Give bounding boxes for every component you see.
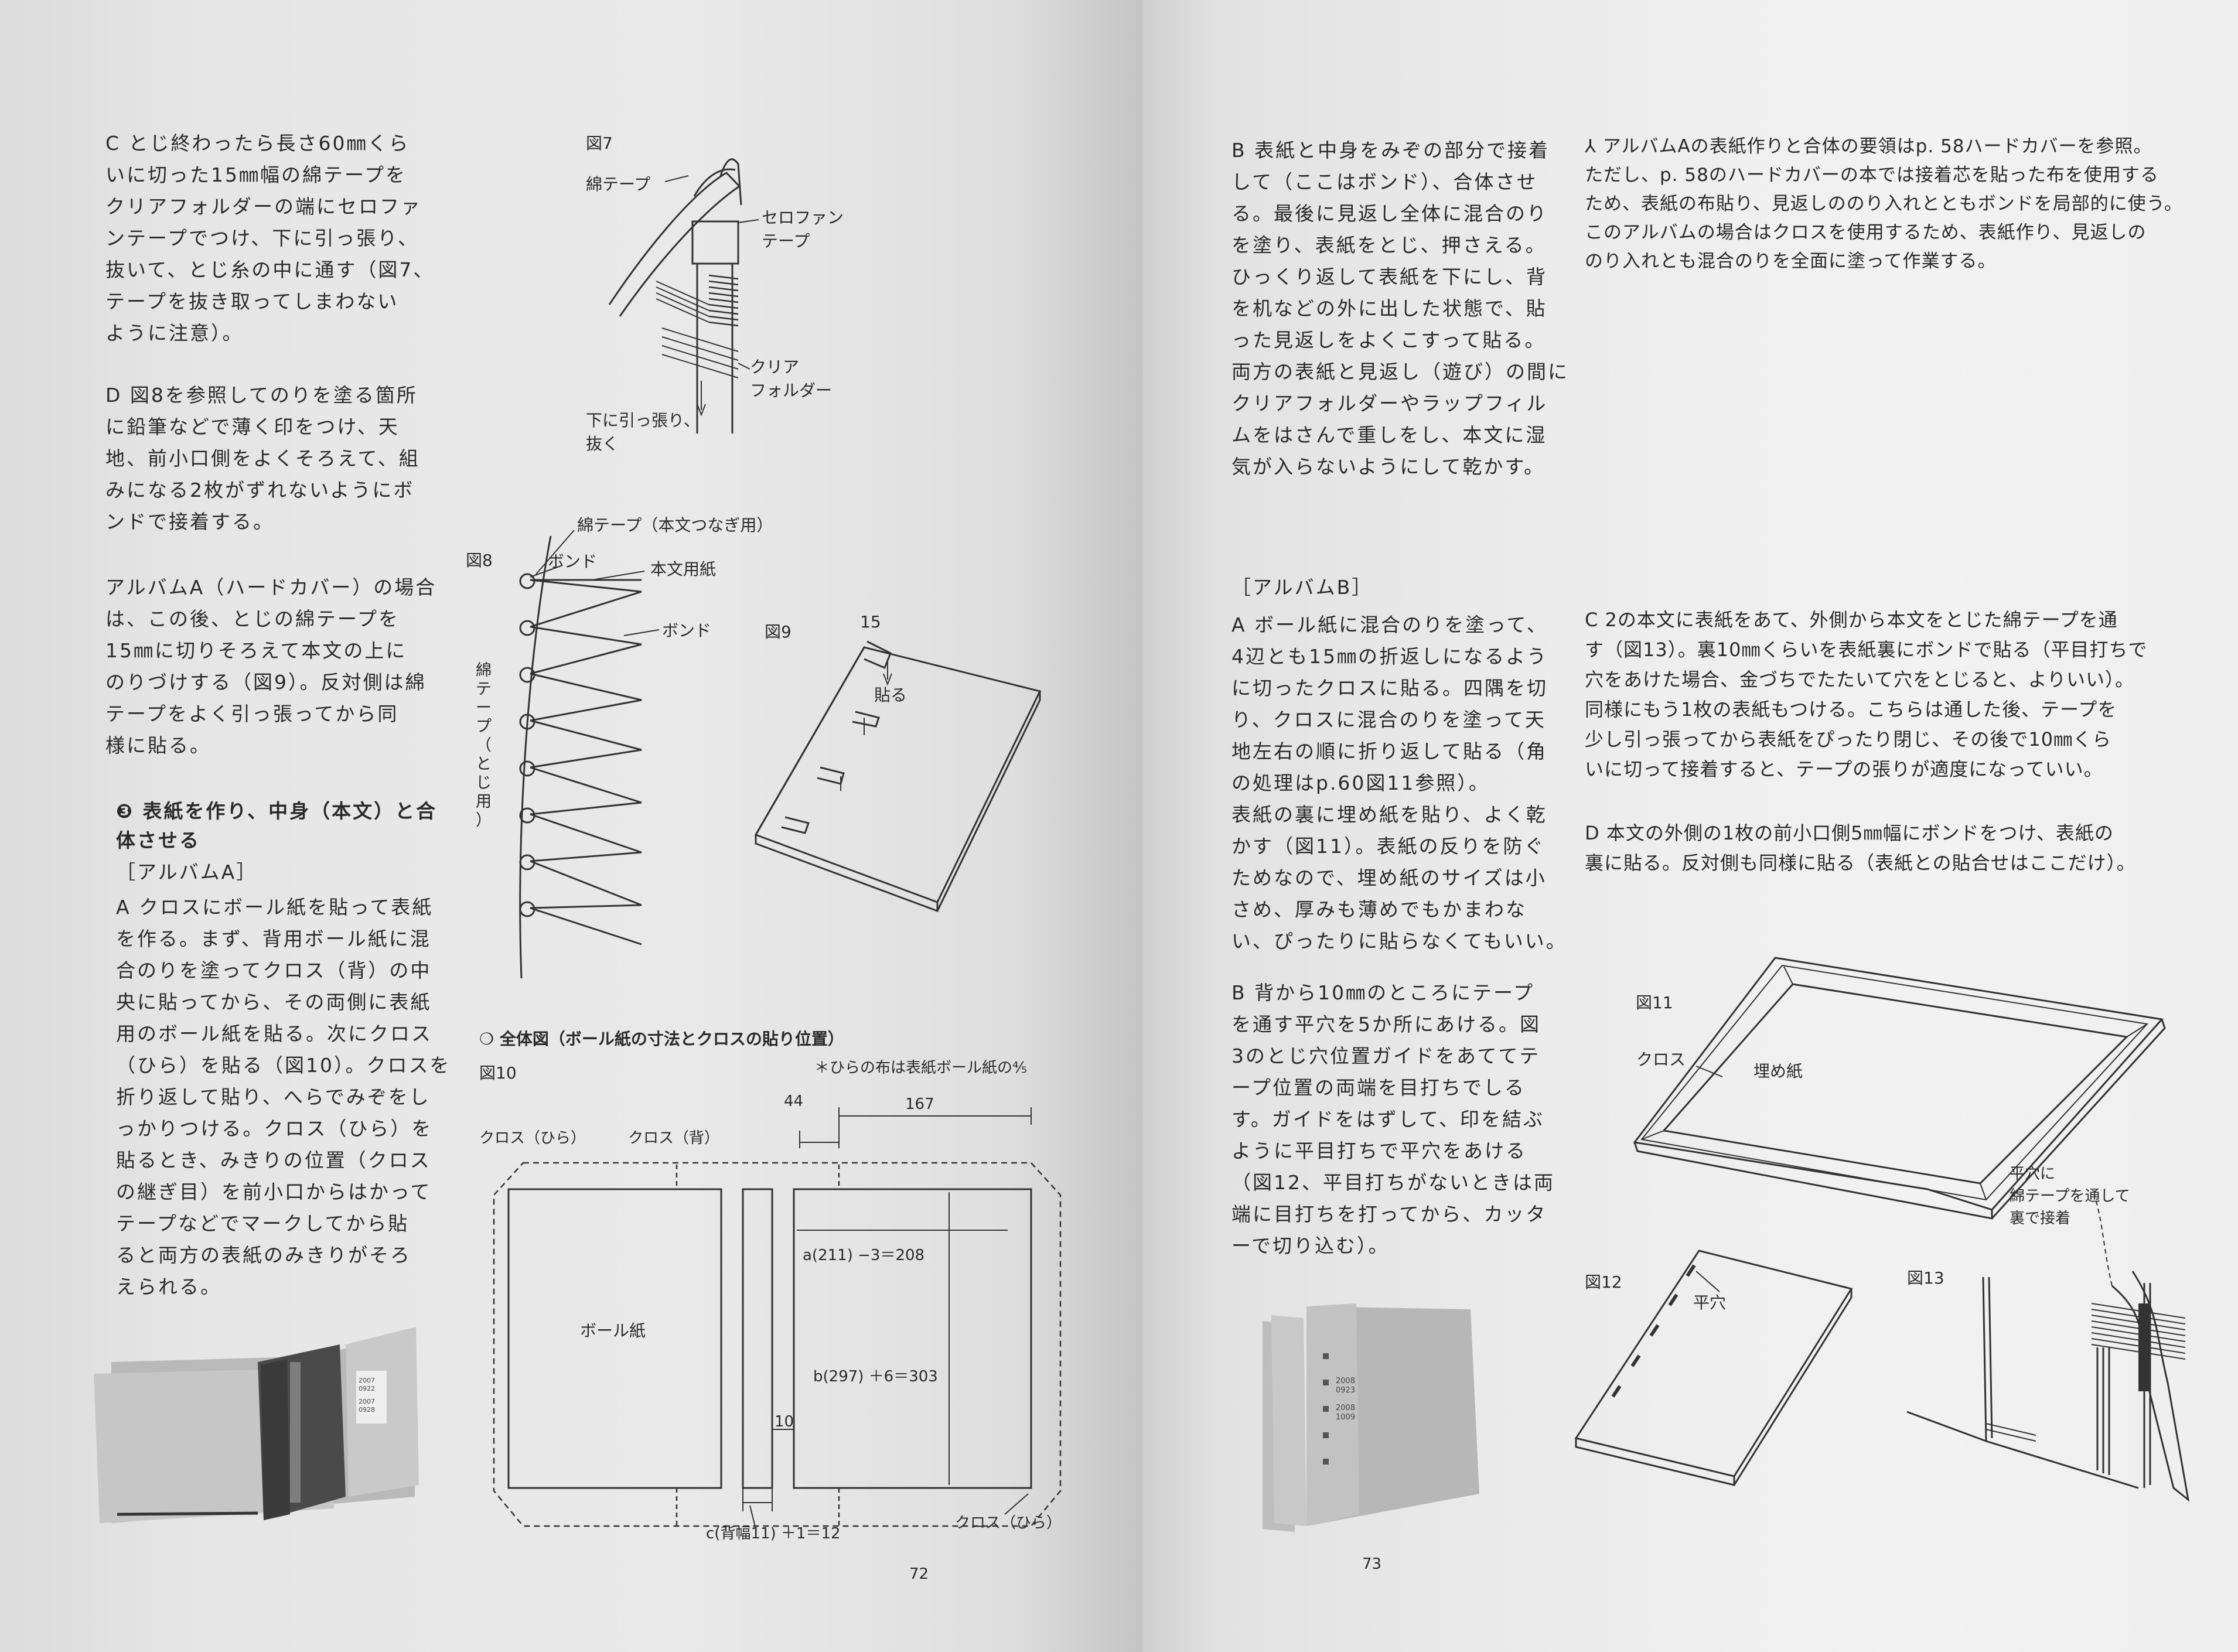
fig11-label-umegami: 埋め紙: [1753, 1061, 1803, 1081]
fig10-note: ＊ひらの布は表紙ボール紙の⅘: [814, 1059, 1028, 1077]
fig10-dim-167: 167: [905, 1095, 934, 1113]
fig10-heading: ❍ 全体図（ボール紙の寸法とクロスの貼り位置）: [479, 1029, 844, 1049]
fig10-title: 図10: [479, 1063, 517, 1083]
fig11-title: 図11: [1636, 993, 1673, 1012]
right-page: B 表紙と中身をみぞの部分で接着して（ここはボンド）、合体させる。最後に見返し全…: [1142, 0, 2238, 1652]
fig8-label-bond1: ボンド: [548, 552, 598, 571]
fig10-label-cloth-hira-right: クロス（ひら）: [955, 1514, 1062, 1532]
subheading-album-b: ［アルバムB］: [1231, 576, 1373, 599]
fig8-label-bond2: ボンド: [662, 621, 712, 640]
left-page: C とじ終わったら長さ60㎜くらいに切った15㎜幅の綿テープをクリアフォルダーの…: [0, 0, 1142, 1652]
fig10-label-b: b(297) ＋6＝303: [813, 1368, 938, 1385]
fig10-label-board: ボール紙: [580, 1321, 646, 1340]
fig10-dim-10: 10: [775, 1413, 794, 1431]
fig9-label-15: 15: [860, 612, 881, 632]
fig13-title: 図13: [1907, 1268, 1944, 1288]
fig7-label-cello: セロファンテープ: [762, 208, 844, 251]
fig8-title: 図8: [466, 551, 493, 570]
fig13-drawing: [1906, 1194, 2190, 1502]
fig10-drawing: [493, 1107, 1062, 1530]
fig7-drawing: [608, 158, 759, 434]
left-page-drawings: [493, 158, 1062, 1530]
para-c-right: C 2の本文に表紙をあて、外側から本文をとじた綿テープを通す（図13）。裏10㎜…: [1585, 609, 2148, 780]
fig11-label-cloth: クロス: [1636, 1050, 1686, 1069]
para-a-right: A ボール紙に混合のりを塗って、4辺とも15㎜の折返しになるように切ったクロスに…: [1231, 613, 1567, 953]
section-heading-3: ❸ 表紙を作り、中身（本文）と合体させる: [116, 800, 438, 852]
fig10-label-a: a(211) −3＝208: [803, 1247, 925, 1264]
fig8-label-tape-top: 綿テープ（本文つなぎ用）: [577, 516, 773, 535]
para-b-right: B 表紙と中身をみぞの部分で接着して（ここはボンド）、合体させる。最後に見返し全…: [1231, 139, 1569, 478]
fig10-label-cloth-hira-left: クロス（ひら）: [479, 1129, 586, 1147]
fig7-title: 図7: [586, 134, 613, 153]
fig9-drawing: [754, 640, 1042, 913]
fig8-drawing: [519, 530, 660, 979]
fig8-label-paper: 本文用紙: [650, 559, 717, 579]
note-album-a: ⅄ アルバムAの表紙作りと合体の要領はp. 58ハードカバーを参照。ただし、p.…: [1585, 136, 2183, 272]
fig8-label-tape-side: 綿テープ（とじ用）: [476, 661, 492, 830]
right-page-drawings: [1574, 957, 2190, 1502]
fig10-label-cloth-se: クロス（背）: [628, 1129, 720, 1147]
fig7-label-folder: クリアフォルダー: [750, 357, 833, 400]
fig9-label-paste: 貼る: [874, 685, 908, 705]
fig7-label-tape: 綿テープ: [586, 175, 651, 194]
fig9-title: 図9: [765, 622, 792, 641]
page-number-right: 73: [1362, 1555, 1382, 1573]
fig13-label: 平穴に綿テープを通して裏で接着: [2010, 1165, 2130, 1227]
fig12-drawing: [1574, 1250, 1853, 1486]
fig10-label-c: c(背幅11) ＋1＝12: [706, 1525, 841, 1542]
para-c-left: C とじ終わったら長さ60㎜くらいに切った15㎜幅の綿テープをクリアフォルダーの…: [105, 132, 435, 344]
fig12-label-hole: 平穴: [1693, 1293, 1727, 1312]
fig7-label-pull: 下に引っ張り、抜く: [586, 411, 700, 453]
fig12-title: 図12: [1585, 1272, 1622, 1292]
page-number-left: 72: [909, 1565, 929, 1583]
para-d-right: D 本文の外側の1枚の前小口側5㎜幅にボンドをつけ、表紙の裏に貼る。反対側も同様…: [1585, 822, 2136, 874]
para-a-left: A クロスにボール紙を貼って表紙を作る。まず、背用ボール紙に混合のりを塗ってクロ…: [116, 896, 451, 1298]
fig10-dim-44: 44: [784, 1093, 804, 1110]
fig11-drawing: [1633, 957, 2166, 1220]
para-d-left: D 図8を参照してのりを塗る箇所に鉛筆などで薄く印をつけ、天地、前小口側をよくそ…: [105, 384, 420, 533]
subheading-album-a: ［アルバムA］: [116, 861, 258, 883]
